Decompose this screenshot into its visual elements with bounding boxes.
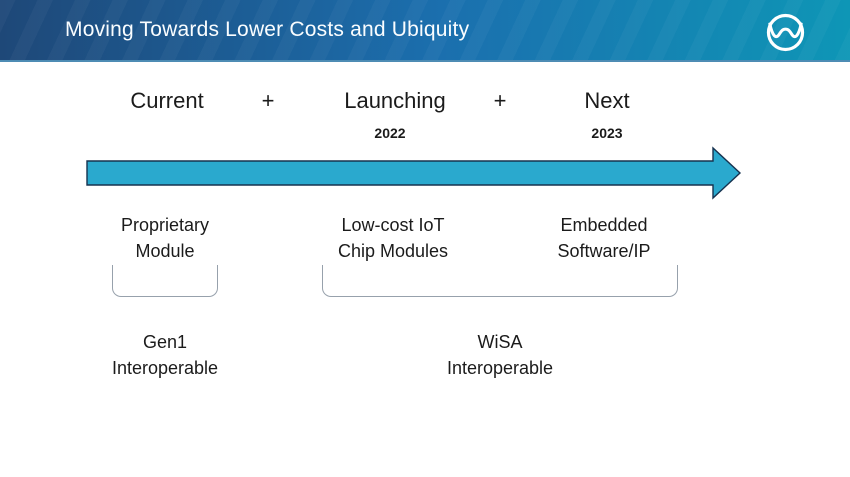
timeline-arrow-shape xyxy=(86,146,742,200)
phase-label-next: Next xyxy=(584,88,630,113)
stage-line: Software/IP xyxy=(557,241,651,261)
gen1-bracket xyxy=(112,265,218,297)
group-gen1-interoperable: Gen1 Interoperable xyxy=(112,329,218,381)
stage-line: Embedded xyxy=(560,215,648,235)
plus-separator: + xyxy=(493,88,507,113)
stage-proprietary-module: Proprietary Module xyxy=(121,212,209,264)
wisa-logo-icon xyxy=(764,11,807,54)
stage-line: Module xyxy=(135,241,195,261)
group-line: Gen1 xyxy=(142,332,188,352)
wisa-bracket xyxy=(322,265,678,297)
stage-embedded-software-ip: Embedded Software/IP xyxy=(557,212,650,264)
year-launching: 2022 xyxy=(374,125,406,141)
year-next: 2023 xyxy=(591,125,623,141)
stage-line: Chip Modules xyxy=(337,241,449,261)
group-line: Interoperable xyxy=(111,358,219,378)
group-wisa-interoperable: WiSA Interoperable xyxy=(447,329,553,381)
stage-line: Proprietary xyxy=(120,215,210,235)
group-line: Interoperable xyxy=(446,358,554,378)
plus-separator: + xyxy=(261,88,275,113)
group-line: WiSA xyxy=(477,332,523,352)
phase-label-launching: Launching xyxy=(344,88,446,113)
stage-line: Low-cost IoT xyxy=(341,215,445,235)
phase-label-current: Current xyxy=(130,88,204,113)
stage-lowcost-iot-chip-modules: Low-cost IoT Chip Modules xyxy=(338,212,448,264)
slide-header: Moving Towards Lower Costs and Ubiquity xyxy=(0,0,850,62)
slide-title: Moving Towards Lower Costs and Ubiquity xyxy=(65,18,470,41)
